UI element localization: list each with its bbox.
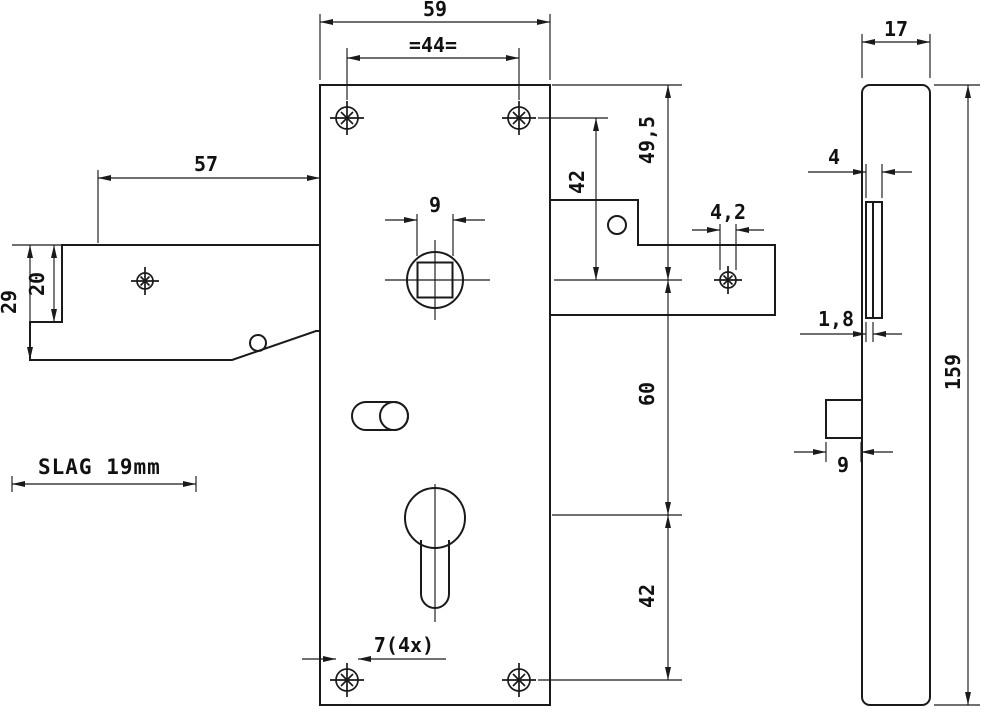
side-bolt-stub [825,399,862,439]
dim-slot-width: 4 [828,145,840,169]
hook-rivet [249,334,267,352]
dimension-labels: 59 =44= 57 20 29 42 49,5 9 4,2 60 42 7(4… [0,0,965,657]
latch-follower-pin [379,401,409,431]
dim-throw: 57 [194,152,218,176]
dimension-annotations [11,14,980,706]
dim-side-height: 159 [941,354,965,390]
side-view [825,84,931,706]
dim-hook-total: 29 [0,290,21,314]
strike-bracket-outline [550,199,776,316]
strike-bracket [550,199,776,316]
dim-spindle-to-cylinder: 60 [635,382,659,406]
hook-bolt-outline [29,244,320,361]
dim-screw-dia: 4,2 [710,200,746,224]
dim-case-width: 59 [423,0,447,21]
dim-edge-to-spindle: 49,5 [635,116,659,164]
hook-bolt-assembly [29,244,320,361]
dim-bolt-width: 9 [837,453,849,477]
dim-hole-to-spindle: 42 [565,170,589,194]
strike-hole [607,215,627,235]
side-plate-outline [861,84,931,706]
strike-fixing-screw [713,265,743,295]
mounting-hole-top-left [329,100,365,136]
dim-corner-holes: 7(4x) [374,633,434,657]
dim-hook-upper: 20 [25,272,49,296]
hook-fixing-screw [130,266,160,296]
mounting-hole-bottom-left [329,662,365,698]
mounting-hole-top-right [501,100,537,136]
dim-plate-thickness: 1,8 [818,307,854,331]
dim-cylinder-to-hole: 42 [635,584,659,608]
case-outline [319,84,551,706]
label-stroke: SLAG 19mm [38,455,161,479]
dim-side-width: 17 [884,17,908,41]
dim-screw-spacing: =44= [409,33,457,57]
mounting-hole-bottom-right [501,662,537,698]
dim-spindle-square: 9 [429,193,441,217]
